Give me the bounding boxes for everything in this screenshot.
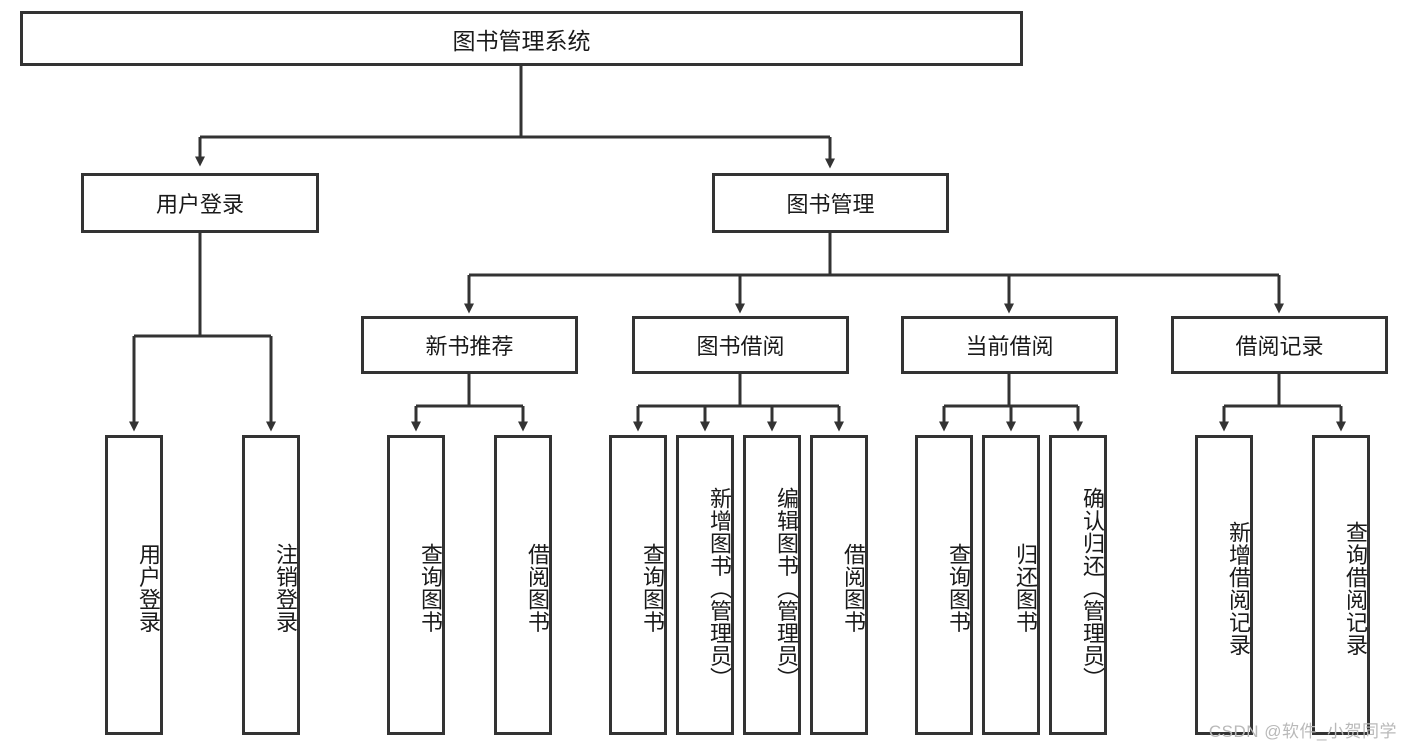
node-label: 新书推荐 bbox=[425, 334, 514, 359]
node-leaf-query-book-1[interactable]: 查询图书 bbox=[387, 435, 445, 735]
node-label: 查询图书 bbox=[946, 543, 971, 633]
node-current-borrow[interactable]: 当前借阅 bbox=[901, 316, 1118, 374]
node-label: 归还图书 bbox=[1013, 543, 1038, 633]
node-leaf-logout-login[interactable]: 注销登录 bbox=[242, 435, 300, 735]
node-leaf-confirm-return-admin[interactable]: 确认归还（管理员） bbox=[1049, 435, 1107, 735]
node-label: 编辑图书（管理员） bbox=[774, 486, 799, 690]
node-leaf-borrow-book-1[interactable]: 借阅图书 bbox=[494, 435, 552, 735]
node-leaf-return-book[interactable]: 归还图书 bbox=[982, 435, 1040, 735]
csdn-watermark: CSDN @软件_小贺同学 bbox=[1208, 722, 1397, 741]
node-leaf-query-book-3[interactable]: 查询图书 bbox=[915, 435, 973, 735]
node-user-login[interactable]: 用户登录 bbox=[81, 173, 319, 233]
node-label: 新增图书（管理员） bbox=[707, 486, 732, 690]
node-label: 借阅图书 bbox=[841, 543, 866, 633]
node-leaf-user-login[interactable]: 用户登录 bbox=[105, 435, 163, 735]
node-new-book-recommend[interactable]: 新书推荐 bbox=[361, 316, 578, 374]
node-label: 查询图书 bbox=[640, 543, 665, 633]
node-label: 借阅记录 bbox=[1235, 334, 1324, 359]
node-leaf-add-book-admin[interactable]: 新增图书（管理员） bbox=[676, 435, 734, 735]
node-label: 用户登录 bbox=[155, 192, 244, 217]
node-leaf-edit-book-admin[interactable]: 编辑图书（管理员） bbox=[743, 435, 801, 735]
node-book-borrow[interactable]: 图书借阅 bbox=[632, 316, 849, 374]
node-label: 查询图书 bbox=[418, 543, 443, 633]
node-label: 图书管理 bbox=[786, 192, 875, 217]
node-leaf-borrow-book-2[interactable]: 借阅图书 bbox=[810, 435, 868, 735]
node-label: 确认归还（管理员） bbox=[1080, 486, 1105, 690]
node-label: 新增借阅记录 bbox=[1226, 520, 1251, 656]
node-book-management[interactable]: 图书管理 bbox=[712, 173, 949, 233]
node-leaf-add-borrow-record[interactable]: 新增借阅记录 bbox=[1195, 435, 1253, 735]
node-label: 当前借阅 bbox=[965, 334, 1054, 359]
node-borrow-record[interactable]: 借阅记录 bbox=[1171, 316, 1388, 374]
node-label: 注销登录 bbox=[273, 543, 298, 633]
node-label: 借阅图书 bbox=[525, 543, 550, 633]
node-leaf-query-borrow-record[interactable]: 查询借阅记录 bbox=[1312, 435, 1370, 735]
node-label: 图书借阅 bbox=[696, 334, 785, 359]
node-book-management-system[interactable]: 图书管理系统 bbox=[20, 11, 1023, 66]
node-label: 图书管理系统 bbox=[452, 27, 591, 54]
node-label: 查询借阅记录 bbox=[1343, 520, 1368, 656]
node-leaf-query-book-2[interactable]: 查询图书 bbox=[609, 435, 667, 735]
node-label: 用户登录 bbox=[136, 543, 161, 633]
